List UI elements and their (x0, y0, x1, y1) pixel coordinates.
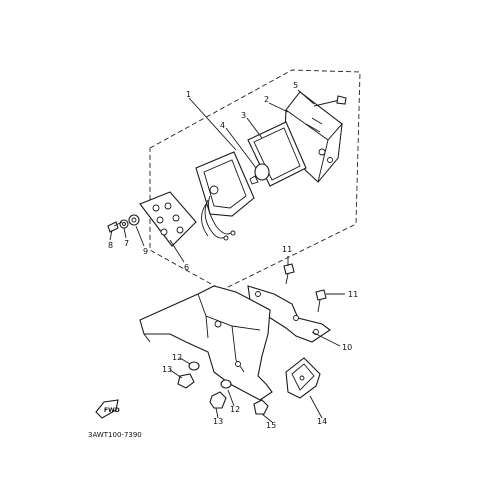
washer-7 (119, 219, 129, 229)
callout-13-left: 13 (162, 365, 172, 374)
nut-13-bottom (209, 391, 227, 409)
callout-14: 14 (317, 417, 327, 426)
callout-6: 6 (184, 263, 189, 272)
callout-13-bottom: 13 (213, 417, 223, 426)
bulb (249, 163, 270, 185)
base-plate (139, 191, 197, 247)
nut-13-left (177, 373, 195, 389)
screw-5 (313, 95, 347, 107)
callout-9: 9 (143, 247, 148, 256)
bolt-11-right (315, 289, 327, 313)
collar-12-left (188, 361, 200, 371)
forward-arrow-icon: FWD (95, 399, 120, 419)
callout-1: 1 (186, 90, 191, 99)
leader-lines (109, 89, 345, 423)
collar-12-right (220, 379, 232, 389)
callout-3: 3 (241, 111, 246, 120)
callout-8: 8 (108, 241, 113, 250)
callout-4: 4 (220, 121, 225, 130)
tail-light-assembly-boundary (149, 69, 361, 291)
nut-15 (253, 399, 269, 415)
lens-socket-unit (195, 151, 255, 241)
callout-7: 7 (124, 239, 129, 248)
bolt-11-upper (283, 263, 295, 285)
part-code: 3AWT100-7390 (88, 431, 142, 439)
tail-light-housing (283, 91, 343, 183)
callout-11-upper: 11 (282, 245, 292, 254)
reflector (285, 357, 321, 399)
callout-2: 2 (264, 95, 269, 104)
callout-11-right: 11 (348, 290, 358, 299)
callout-5: 5 (293, 81, 298, 90)
fwd-label: FWD (104, 407, 120, 414)
washer-9 (128, 214, 140, 226)
screw-8 (107, 221, 123, 233)
callout-12-right: 12 (230, 405, 240, 414)
callout-15: 15 (266, 421, 276, 430)
callout-10: 10 (342, 343, 352, 352)
callout-12-left: 12 (172, 353, 182, 362)
rear-fender (139, 285, 273, 401)
